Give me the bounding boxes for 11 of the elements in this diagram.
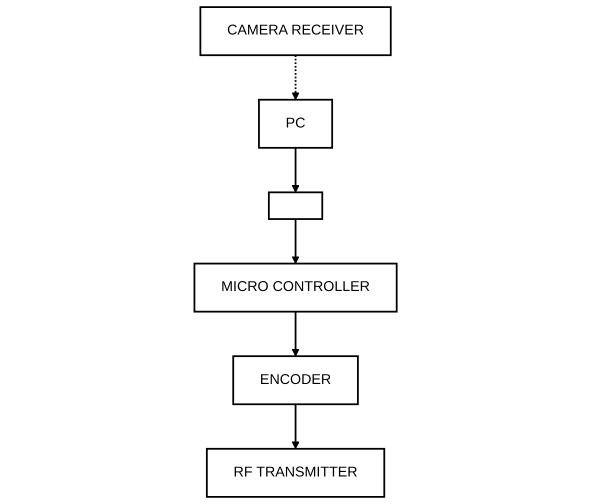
- arrow: [292, 404, 300, 450]
- arrow: [292, 55, 300, 100]
- node-box: RF TRANSMITTER: [206, 448, 386, 498]
- arrow: [292, 219, 300, 264]
- arrow: [292, 312, 300, 357]
- node-box: [268, 191, 324, 220]
- node-box: MICRO CONTROLLER: [194, 262, 398, 313]
- node-box: PC: [258, 98, 334, 149]
- node-box: CAMERA RECEIVER: [200, 6, 392, 56]
- node-box: ENCODER: [232, 355, 360, 406]
- arrow: [292, 148, 300, 193]
